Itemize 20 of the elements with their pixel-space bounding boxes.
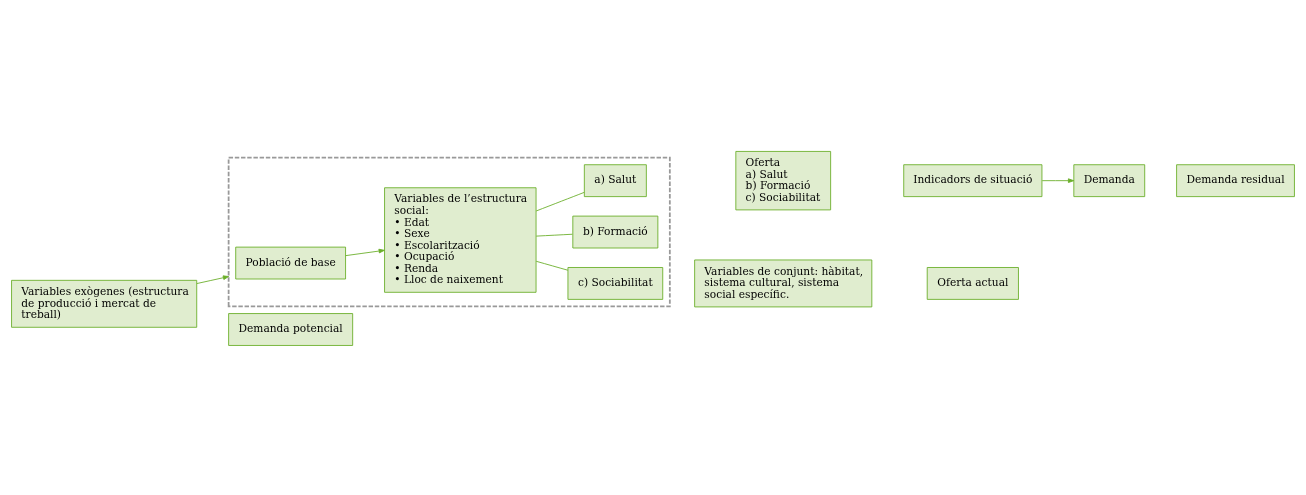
connector bbox=[535, 191, 585, 211]
node-box: c) Sociabilitat bbox=[567, 266, 664, 300]
node-box: Població de base bbox=[235, 246, 346, 279]
node-box: a) Salut bbox=[583, 163, 647, 197]
arrow bbox=[1041, 177, 1075, 183]
node-box: Demanda bbox=[1073, 163, 1146, 197]
cluster bbox=[227, 156, 671, 307]
node-box: Variables de l’estructura social: • Edat • Sexe • Escolarització • Ocupació • Renda • Lloc de naixement bbox=[384, 186, 537, 293]
arrow bbox=[196, 274, 230, 284]
arrow bbox=[345, 248, 385, 256]
node-box: Variables de conjunt: hàbitat, sistema cultural, sistema social específic. bbox=[694, 259, 873, 307]
node-box: Demanda potencial bbox=[228, 312, 354, 346]
node-box: Oferta a) Salut b) Formació c) Sociabilitat bbox=[735, 150, 832, 210]
node-box: Indicadors de situació bbox=[903, 163, 1043, 197]
node-box: Oferta actual bbox=[926, 266, 1019, 300]
node-box: Demanda residual bbox=[1176, 163, 1295, 197]
node-box: Variables exògenes (estructura de producció i mercat de treball) bbox=[11, 279, 198, 328]
connector bbox=[535, 233, 573, 237]
connector bbox=[535, 260, 569, 271]
node-box: b) Formació bbox=[572, 215, 659, 248]
